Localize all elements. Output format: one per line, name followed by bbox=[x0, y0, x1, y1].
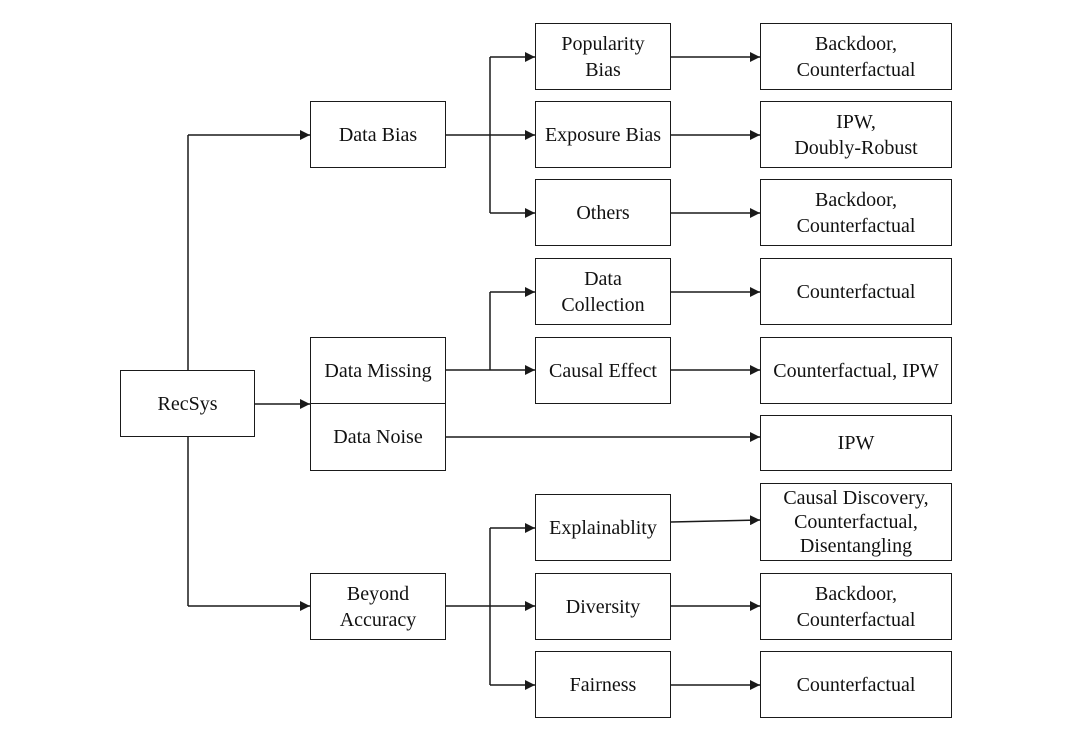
root-node-recsys: RecSys bbox=[120, 370, 255, 437]
issue-label-popularity-bias-line-1: Popularity bbox=[561, 32, 645, 55]
issue-label-causal-effect: Causal Effect bbox=[549, 359, 657, 382]
issue-label-exposure-bias: Exposure Bias bbox=[544, 123, 662, 146]
method-label-popularity-bias-line-2: Counterfactual bbox=[796, 58, 916, 81]
method-node-popularity-bias: Backdoor, Counterfactual bbox=[760, 23, 952, 90]
issue-label-diversity: Diversity bbox=[565, 595, 641, 618]
method-label-data-noise: IPW bbox=[837, 432, 875, 454]
method-node-others: Backdoor, Counterfactual bbox=[760, 179, 952, 246]
issue-label-data-collection-line-2: Collection bbox=[561, 293, 645, 316]
issue-label-explainablity: Explainablity bbox=[549, 516, 657, 539]
method-label-explainablity-line-3: Disentangling bbox=[799, 535, 913, 557]
method-node-causal-effect: Counterfactual, IPW bbox=[760, 337, 952, 404]
category-label-data-missing: Data Missing bbox=[324, 359, 432, 382]
category-label-data-bias: Data Bias bbox=[338, 123, 418, 146]
issue-node-others: Others bbox=[535, 179, 671, 246]
issue-node-fairness: Fairness bbox=[535, 651, 671, 718]
method-label-data-collection: Counterfactual bbox=[796, 280, 916, 303]
method-label-diversity-line-2: Counterfactual bbox=[796, 608, 916, 631]
issue-node-data-collection: Data Collection bbox=[535, 258, 671, 325]
method-node-data-collection: Counterfactual bbox=[760, 258, 952, 325]
method-node-explainablity: Causal Discovery, Counterfactual, Disent… bbox=[760, 483, 952, 561]
connector-explainablity-to-method bbox=[670, 515, 761, 526]
method-label-exposure-bias-line-1: IPW, bbox=[836, 110, 876, 133]
issue-node-popularity-bias: Popularity Bias bbox=[535, 23, 671, 90]
method-label-causal-effect: Counterfactual, IPW bbox=[773, 359, 939, 382]
method-label-others-line-1: Backdoor, bbox=[815, 188, 897, 211]
method-node-data-noise: IPW bbox=[760, 415, 952, 471]
method-node-fairness: Counterfactual bbox=[760, 651, 952, 718]
category-node-data-noise: Data Noise bbox=[310, 404, 446, 471]
method-label-explainablity-line-2: Counterfactual, bbox=[794, 511, 918, 533]
category-node-data-bias: Data Bias bbox=[310, 101, 446, 168]
issue-label-others: Others bbox=[576, 201, 630, 224]
method-label-popularity-bias-line-1: Backdoor, bbox=[815, 32, 897, 55]
method-label-diversity-line-1: Backdoor, bbox=[815, 582, 897, 605]
issue-node-diversity: Diversity bbox=[535, 573, 671, 640]
method-label-explainablity-line-1: Causal Discovery, bbox=[783, 487, 929, 509]
method-label-others-line-2: Counterfactual bbox=[796, 214, 916, 237]
issue-label-popularity-bias-line-2: Bias bbox=[585, 58, 621, 81]
category-label-data-noise: Data Noise bbox=[333, 426, 423, 448]
category-node-data-missing: Data Missing bbox=[310, 337, 446, 404]
method-label-exposure-bias-line-2: Doubly-Robust bbox=[794, 136, 918, 159]
category-label-beyond-accuracy-line-2: Accuracy bbox=[339, 608, 417, 631]
category-label-beyond-accuracy-line-1: Beyond bbox=[346, 582, 410, 605]
issue-node-causal-effect: Causal Effect bbox=[535, 337, 671, 404]
issue-label-data-collection-line-1: Data bbox=[584, 267, 622, 290]
method-node-diversity: Backdoor, Counterfactual bbox=[760, 573, 952, 640]
issue-node-exposure-bias: Exposure Bias bbox=[535, 101, 671, 168]
category-node-beyond-accuracy: Beyond Accuracy bbox=[310, 573, 446, 640]
method-label-fairness: Counterfactual bbox=[796, 673, 916, 696]
issue-node-explainablity: Explainablity bbox=[535, 494, 671, 561]
issue-label-fairness: Fairness bbox=[569, 673, 637, 696]
root-label: RecSys bbox=[157, 392, 218, 415]
method-node-exposure-bias: IPW, Doubly-Robust bbox=[760, 101, 952, 168]
